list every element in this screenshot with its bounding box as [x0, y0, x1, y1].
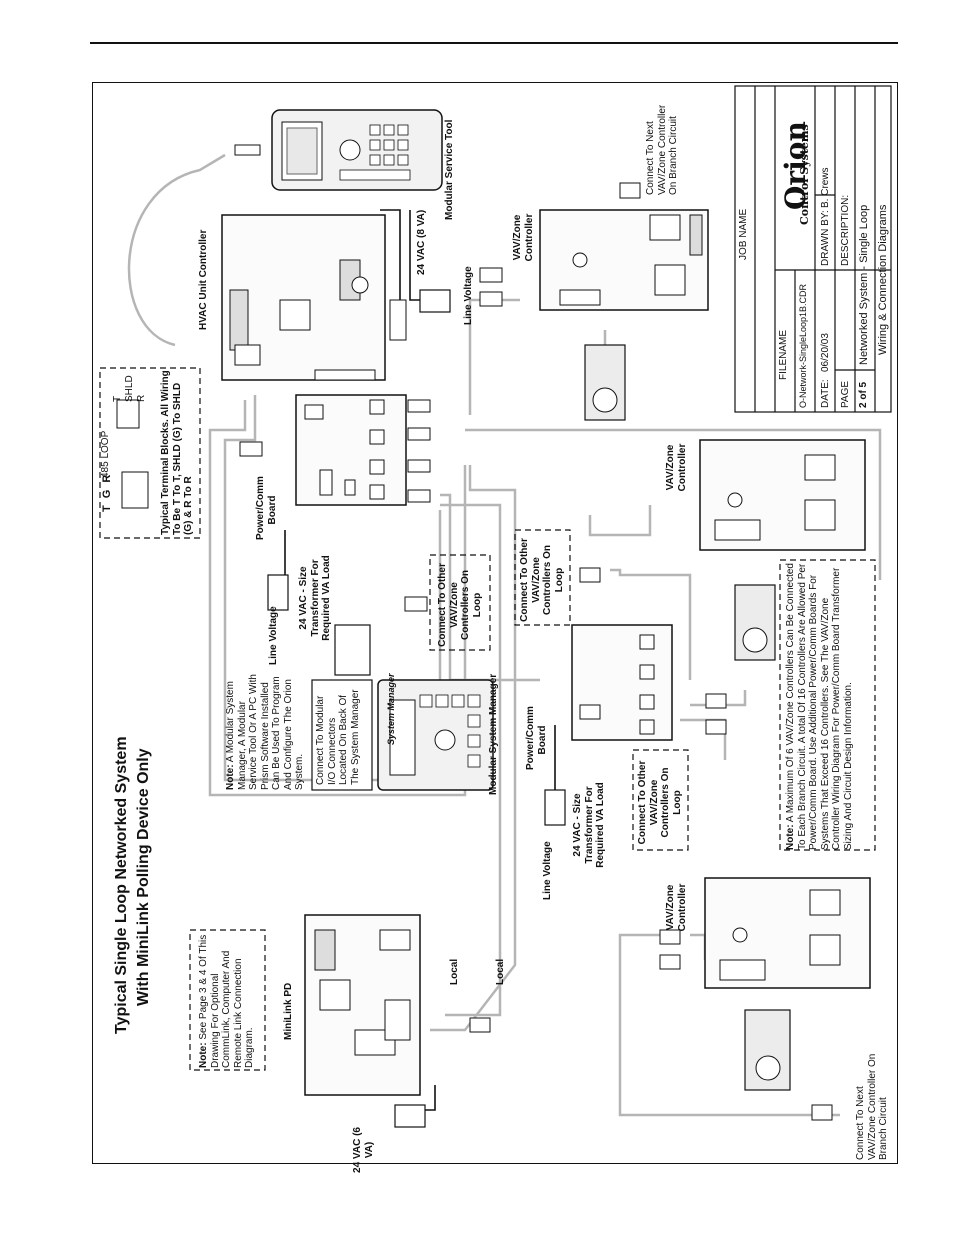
date-value: 06/20/03 [820, 333, 831, 372]
transformer-2-label: 24 VAC - Size Transformer For Required V… [572, 782, 606, 868]
connect-other-loop-1: Connect To Other VAV/Zone Controllers On… [437, 563, 483, 647]
title-line-1: Typical Single Loop Networked System [113, 736, 130, 1034]
page-label: PAGE [840, 380, 851, 408]
connect-box-2 [514, 529, 571, 626]
service-tool-label: Modular Service Tool [444, 119, 455, 220]
loop-top-run [465, 428, 882, 580]
transformer-1-shape [267, 574, 371, 676]
minilink-note-label: Note: [198, 1042, 209, 1068]
local-label-2: Local [495, 958, 506, 985]
filename-label: FILENAME [778, 329, 789, 380]
power-comm-1-label: Power/Comm Board [255, 476, 278, 540]
title-line-2: With MiniLink Polling Device Only [135, 748, 152, 1006]
r-label: R [136, 394, 147, 402]
service-tool-cable [127, 153, 226, 347]
modular-note-text: A Modular System Manager, A Modular Serv… [225, 674, 305, 790]
vav2-link [588, 505, 652, 537]
line-voltage-2: Line Voltage [268, 606, 279, 665]
tgr-label: T G R [101, 472, 113, 512]
modular-note-label: Note: [225, 764, 236, 790]
system-manager-brand: System Manager [386, 673, 396, 745]
minilink-note-box [189, 929, 266, 1071]
transformer-8va-shape [419, 289, 451, 313]
modular-note: Note: A Modular System Manager, A Modula… [225, 670, 306, 790]
description-line-2: Wiring & Connection Diagrams [877, 204, 889, 355]
loop-485-label: 485 LOOP [100, 430, 111, 478]
drawn-by-label: DRAWN BY: [820, 210, 831, 266]
vav1-wire [468, 298, 520, 415]
max-note-text: A Maximum Of 6 VAV/Zone Controllers Can … [785, 563, 854, 850]
page-value: 2 of 5 [858, 381, 869, 408]
hvac-controller-label: HVAC Unit Controller [198, 229, 209, 330]
max-note-label: Note: [785, 824, 796, 850]
minilink-pd-label: MiniLink PD [283, 982, 294, 1040]
terminal-block-shapes [116, 399, 149, 509]
hvac-controller-shape [221, 214, 407, 381]
connect-box-3 [632, 749, 689, 851]
drawn-by-value: B. Crews [820, 167, 831, 208]
vav-zone-1-label: VAV/Zone Controller [512, 213, 535, 262]
damper-actuator-1-shape [584, 344, 626, 421]
terminal-box [99, 367, 201, 539]
vav-zone-3-label: VAV/Zone Controller [665, 883, 688, 932]
power-comm-board-2-shape [571, 624, 673, 741]
vav3-link-2 [690, 933, 707, 960]
connect-box-1 [429, 554, 491, 651]
t-label: T [112, 395, 123, 402]
modular-io-note: Connect To Modular I/O Connectors Locate… [315, 689, 361, 785]
local-wire-2 [440, 503, 502, 1017]
transformer-6va-shape [394, 1104, 426, 1128]
connect-other-loop-3: Connect To Other VAV/Zone Controllers On… [637, 760, 683, 845]
pc2-link [440, 493, 540, 682]
vac8-lead [380, 209, 401, 300]
vav3-link-1 [618, 933, 840, 1117]
power-comm-2-label: Power/Comm Board [525, 706, 548, 770]
connect-other-loop-2: Connect To Other VAV/Zone Controllers On… [519, 538, 565, 622]
vac-6-label: 24 VAC (6 VA) [352, 1127, 375, 1173]
power-comm-board-1-shape [295, 394, 407, 506]
connect-next-top: Connect To Next VAV/Zone Controller On B… [645, 104, 679, 195]
filename-value: O-Network-SingleLoop1B.CDR [798, 283, 808, 408]
vav-zone-1-shape [539, 209, 709, 311]
terminal-note: Typical Terminal Blocks. All Wiring To B… [160, 370, 194, 535]
vav-zone-2-shape [699, 439, 866, 551]
date-label: DATE: [820, 379, 831, 408]
system-manager-label: Modular System Manager [488, 673, 499, 795]
vav-zone-3-shape [704, 877, 871, 989]
vav-zone-2-label: VAV/Zone Controller [665, 443, 688, 492]
transformer-1-label: 24 VAC - Size Transformer For Required V… [298, 555, 332, 641]
connect-next-bottom: Connect To Next VAV/Zone Controller On B… [855, 1053, 889, 1160]
damper-actuator-3-shape [744, 1009, 791, 1091]
other-loop-link [610, 568, 692, 680]
service-tool-shape [234, 109, 443, 191]
system-manager-shape [311, 679, 494, 791]
max-controllers-note: Note: A Maximum Of 6 VAV/Zone Controller… [785, 560, 854, 850]
line-voltage-1: Line Voltage [463, 266, 474, 325]
local-label-1: Local [449, 958, 460, 985]
header-rule [90, 42, 898, 44]
description-line-1: Networked System - Single Loop [858, 204, 870, 365]
max-note-box [779, 559, 876, 851]
damper-actuator-2-shape [734, 584, 776, 661]
line-voltage-3: Line Voltage [542, 841, 553, 900]
drawing-frame [92, 82, 898, 1164]
description-label: DESCRIPTION: [840, 194, 851, 266]
job-name-label: JOB NAME [738, 208, 749, 260]
orion-logo-sub: Control Systems [798, 124, 811, 225]
transformer-2-shape [544, 789, 566, 826]
minilink-note: Note: See Page 3 & 4 Of This Drawing For… [198, 933, 256, 1068]
local-wire-1 [430, 465, 517, 1032]
minilink-pd-shape [304, 914, 421, 1096]
title-block-grid [734, 85, 892, 413]
shld-label: SHLD [124, 375, 135, 402]
vac-8-label: 24 VAC (8 VA) [416, 209, 427, 275]
